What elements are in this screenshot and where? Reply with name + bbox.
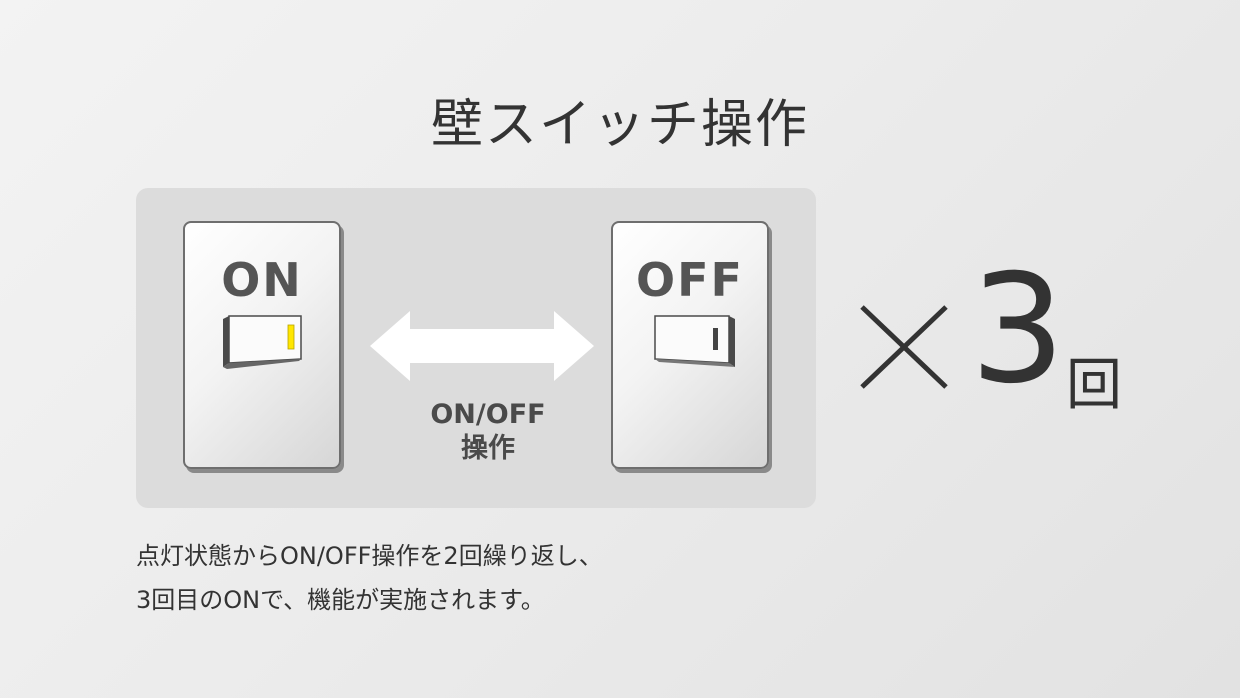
multiply-icon <box>860 305 948 389</box>
switch-on-label: ON <box>221 253 303 307</box>
switch-on-plate: ON <box>183 221 341 469</box>
description-line-2: 3回目のONで、機能が実施されます。 <box>136 586 545 614</box>
repeat-unit: 回 <box>1066 353 1122 418</box>
arrow-label-onoff: ON/OFF <box>430 399 546 430</box>
repeat-count: 3 <box>970 243 1066 417</box>
arrow-label-operation: 操作 <box>461 433 515 464</box>
switch-off-label: OFF <box>636 253 744 307</box>
rocker-switch-on-icon <box>223 315 302 369</box>
rocker-switch-off-icon <box>654 315 735 367</box>
page-title: 壁スイッチ操作 <box>430 95 809 155</box>
description-line-1: 点灯状態からON/OFF操作を2回繰り返し、 <box>136 542 603 570</box>
double-arrow-icon <box>370 311 594 381</box>
switch-off-plate: OFF <box>611 221 769 469</box>
